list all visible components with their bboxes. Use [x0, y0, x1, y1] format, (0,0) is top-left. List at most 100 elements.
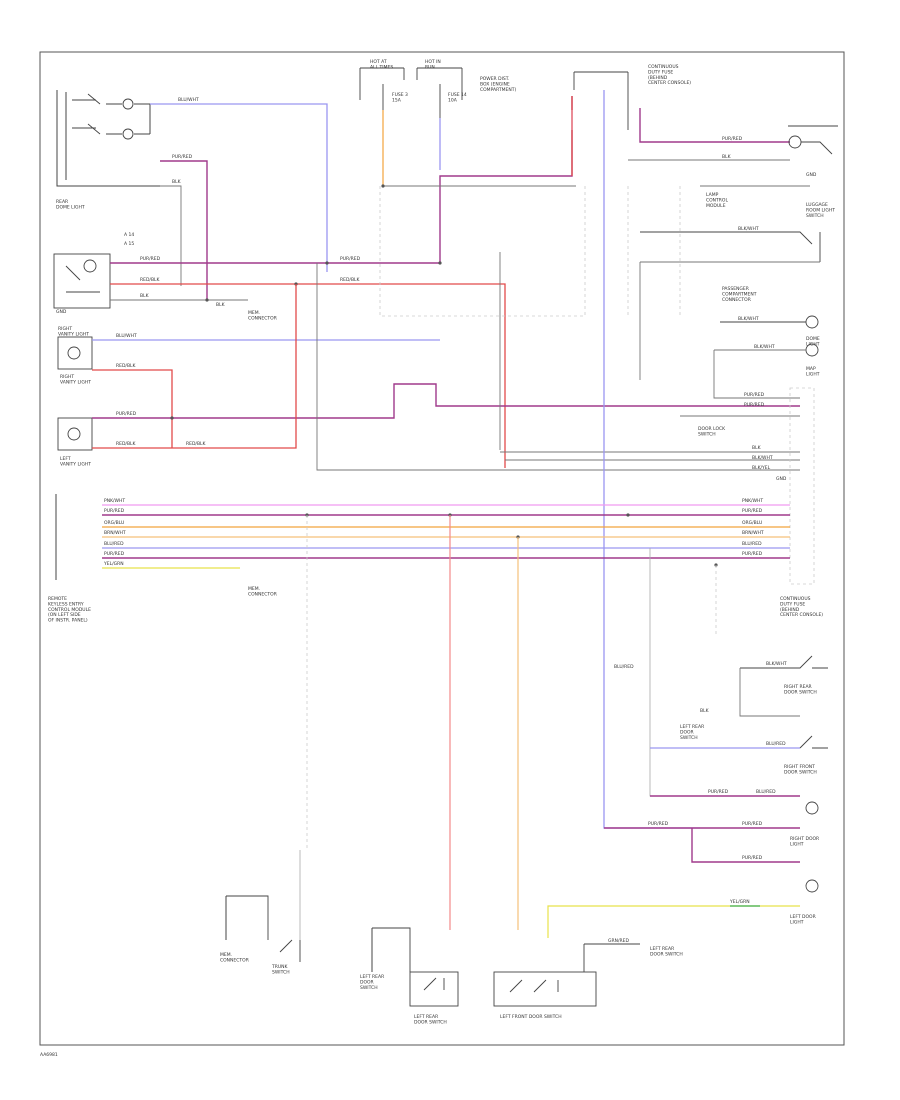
wire-label: PUR/RED	[648, 821, 669, 827]
bus-label: PUR/RED	[742, 551, 763, 557]
bus-label: BRN/WHT	[742, 530, 764, 536]
wire-label: BLK	[216, 302, 226, 308]
wire-dash-fuse	[379, 186, 586, 317]
bus-label: PUR/RED	[742, 508, 763, 514]
right-door-light: PUR/RED BLU/RED	[650, 789, 819, 815]
bus-label: BLU/RED	[742, 541, 762, 547]
wire-label: RED/BLK	[340, 277, 361, 283]
luggage-gnd: GND	[806, 172, 817, 178]
wire-label: BLK/WHT	[754, 344, 775, 350]
rear-lamp-right: GND A 14 A 15	[53, 232, 134, 315]
wire-label: BLK	[752, 445, 762, 451]
wire-label: PUR/RED	[722, 136, 743, 142]
wire-blk-long	[316, 263, 800, 471]
wire-label: BLK/WHT	[752, 455, 773, 461]
wire-pur-door	[604, 827, 800, 863]
wire-label: PUR/RED	[742, 821, 763, 827]
bus-label: PNK/WHT	[104, 498, 125, 504]
mem-connector-label: MEM.CONNECTOR	[248, 310, 277, 321]
rear-lamp-sw: A 14	[124, 232, 134, 238]
wire-label: RED/BLK	[140, 277, 161, 283]
bus-label: BRN/WHT	[104, 530, 126, 536]
lf-switch-label: LEFT FRONT DOOR SWITCH	[500, 1014, 562, 1020]
wire-label: BLU/RED	[766, 741, 786, 747]
wire-red-vanity2	[92, 284, 297, 449]
wire-red-vanity	[92, 369, 173, 448]
wire-label: BLK	[140, 293, 150, 299]
wire-red-main	[110, 283, 506, 468]
wire-label: PUR/RED	[116, 411, 137, 417]
wire-label: BLK/WHT	[738, 316, 759, 322]
wire-label: PUR/RED	[742, 855, 763, 861]
bus-label: ORG/BLU	[104, 520, 124, 526]
wire-blk-long3	[499, 252, 800, 453]
wire-pur-vanity	[92, 383, 800, 419]
wire-label: BLK/WHT	[766, 661, 787, 667]
wire-label: BLU/WHT	[116, 333, 137, 339]
wire-blk-top	[160, 185, 182, 286]
wire-label: YEL/GRN	[729, 899, 750, 905]
wire-label: BLK/YEL	[752, 465, 771, 471]
drop-green	[649, 548, 700, 797]
rear-lamp-sw: A 15	[124, 241, 134, 247]
bus-label: ORG/BLU	[742, 520, 762, 526]
wire-label: BLU/RED	[614, 664, 634, 670]
bus-label: PUR/RED	[104, 551, 125, 557]
bus-label: PUR/RED	[104, 508, 125, 514]
wire-dash-right	[627, 186, 681, 316]
wire-yel-door	[547, 905, 800, 938]
wire-label: PUR/RED	[744, 392, 765, 398]
wire-label: PUR/RED	[340, 256, 361, 262]
bus-label: PNK/WHT	[742, 498, 763, 504]
wire-label: GND	[776, 476, 787, 482]
figure-id: AA6981	[40, 1052, 58, 1058]
right-connector-box	[789, 387, 815, 585]
wire-pur-relay	[639, 108, 790, 143]
bus-label: YEL/GRN	[103, 561, 124, 567]
wire-label: RED/BLK	[116, 363, 137, 369]
wire-label: PUR/RED	[744, 402, 765, 408]
wire-blu-vertical	[603, 90, 700, 829]
rear-lamp-label: GND	[56, 309, 67, 315]
wire-label: PUR/RED	[140, 256, 161, 262]
wire-label: GRN/RED	[608, 938, 629, 944]
trunk-mem-label: MEM.CONNECTOR	[220, 952, 249, 963]
wire-label: RED/BLK	[116, 441, 137, 447]
wire-label: BLU/WHT	[178, 97, 199, 103]
wire-blk-luggage	[628, 159, 810, 187]
